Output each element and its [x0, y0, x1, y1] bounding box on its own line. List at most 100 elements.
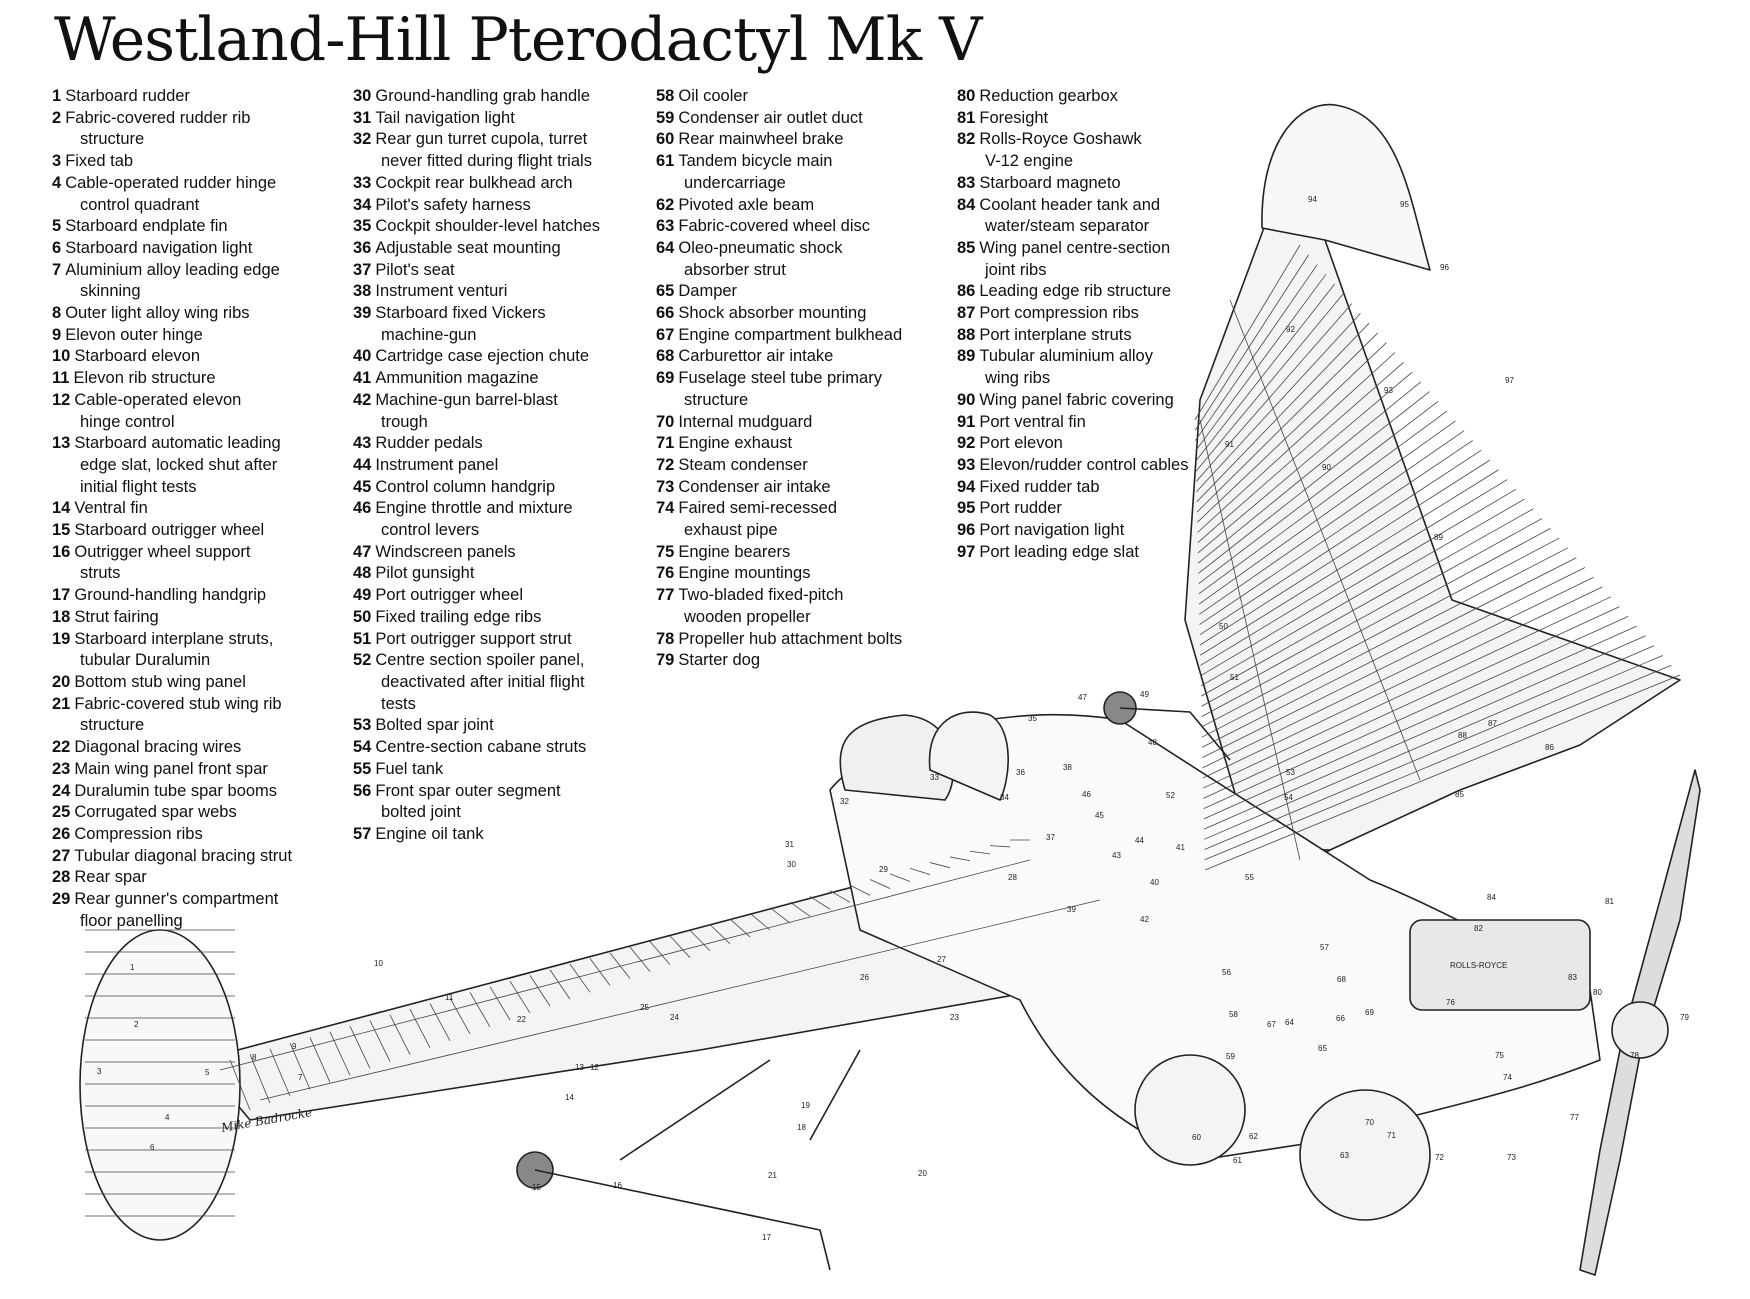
legend-number: 25 — [52, 803, 71, 822]
callout-72: 72 — [1435, 1153, 1444, 1162]
legend-text-continued: water/steam separator — [985, 217, 1150, 236]
callout-16: 16 — [613, 1181, 622, 1190]
legend-text: Port interplane struts — [979, 325, 1132, 344]
callout-38: 38 — [1063, 763, 1072, 772]
callout-92: 92 — [1286, 325, 1295, 334]
legend-number: 22 — [52, 738, 71, 757]
legend-text: Tandem bicycle main — [678, 152, 833, 171]
legend-text: Engine bearers — [678, 542, 791, 561]
callout-15: 15 — [532, 1183, 541, 1192]
callout-34: 34 — [1000, 793, 1009, 802]
legend-text: Instrument venturi — [375, 282, 508, 301]
legend-number: 66 — [656, 304, 675, 323]
legend-number: 83 — [957, 173, 976, 192]
legend-text: Corrugated spar webs — [74, 803, 237, 822]
legend-number: 47 — [353, 542, 372, 561]
legend-number: 30 — [353, 87, 372, 105]
callout-10: 10 — [374, 959, 383, 968]
legend-text-continued: V-12 engine — [985, 152, 1074, 171]
legend-text-continued: structure — [684, 390, 749, 409]
callout-42: 42 — [1140, 915, 1149, 924]
callout-88: 88 — [1458, 731, 1467, 740]
legend-number: 57 — [353, 824, 372, 843]
callout-70: 70 — [1365, 1118, 1374, 1127]
legend-text: Fabric-covered stub wing rib — [74, 694, 282, 713]
legend-number: 92 — [957, 434, 976, 453]
legend-number: 67 — [656, 325, 675, 344]
legend-text-continued: structure — [80, 130, 145, 149]
callout-80: 80 — [1593, 988, 1602, 997]
legend-number: 41 — [353, 369, 372, 388]
legend-text: Fixed trailing edge ribs — [375, 607, 542, 626]
legend-text: Bottom stub wing panel — [74, 672, 246, 691]
callout-35: 35 — [1028, 714, 1037, 723]
legend-text-continued: joint ribs — [985, 260, 1047, 279]
legend-number: 43 — [353, 434, 372, 453]
legend-text: Front spar outer segment — [375, 781, 561, 800]
legend-text: Ground-handling handgrip — [74, 586, 267, 605]
legend-number: 86 — [957, 282, 976, 301]
legend-number: 82 — [957, 130, 976, 149]
cockpit-arch — [928, 711, 1009, 801]
legend-number: 70 — [656, 412, 675, 431]
legend-number: 94 — [957, 477, 976, 496]
legend-text: Compression ribs — [74, 824, 203, 843]
legend-number: 4 — [52, 173, 62, 192]
callout-91: 91 — [1225, 440, 1234, 449]
callout-54: 54 — [1284, 793, 1293, 802]
callout-58: 58 — [1229, 1010, 1238, 1019]
legend-number: 39 — [353, 304, 372, 323]
legend-text: Starboard fixed Vickers — [375, 304, 546, 323]
callout-24: 24 — [670, 1013, 679, 1022]
legend-text: Shock absorber mounting — [678, 304, 867, 323]
legend-text-continued: skinning — [80, 282, 141, 301]
callout-22: 22 — [517, 1015, 526, 1024]
legend-text: Windscreen panels — [375, 542, 516, 561]
callout-73: 73 — [1507, 1153, 1516, 1162]
legend-number: 72 — [656, 455, 675, 474]
callout-31: 31 — [785, 840, 794, 849]
legend-number: 19 — [52, 629, 71, 648]
legend-text: Fabric-covered rudder rib — [65, 108, 251, 127]
legend-text: Pilot's seat — [375, 260, 455, 279]
legend-text-continued: exhaust pipe — [684, 521, 778, 540]
legend-text: Steam condenser — [678, 455, 808, 474]
legend-text: Instrument panel — [375, 455, 499, 474]
legend-number: 35 — [353, 217, 372, 236]
callout-25: 25 — [640, 1003, 649, 1012]
legend-text: Main wing panel front spar — [74, 759, 268, 778]
legend-text: Engine throttle and mixture — [375, 499, 573, 518]
legend-text: Rear gun turret cupola, turret — [375, 130, 588, 149]
